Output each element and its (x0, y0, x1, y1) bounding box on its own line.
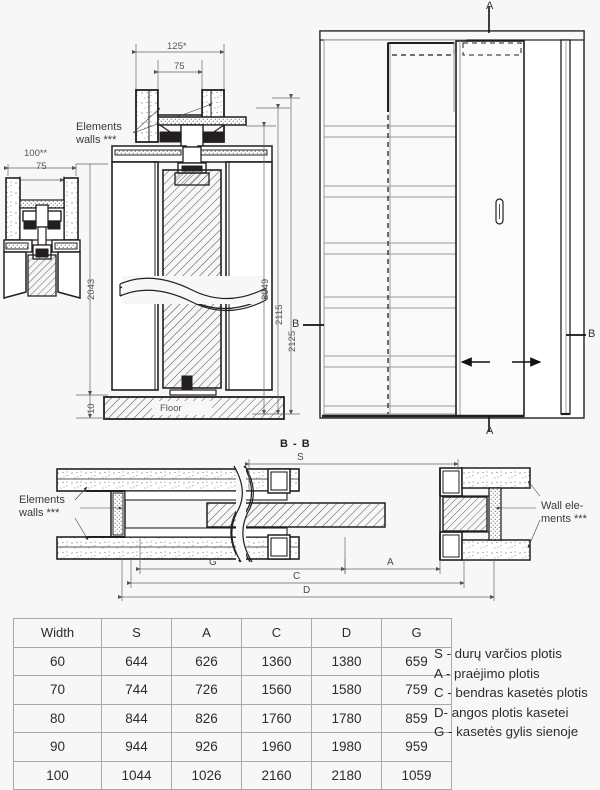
annotation-line-2: walls *** (19, 506, 60, 519)
table-cell: 1026 (171, 760, 242, 790)
table-cell: 1560 (241, 675, 312, 705)
annotation-elements-walls-bb: Elements walls *** (19, 494, 65, 519)
table-cell: 859 (381, 703, 452, 733)
dim-label-g: G (209, 557, 217, 568)
section-marker-b-left: B (292, 318, 301, 330)
annotation-line-2: ments *** (541, 512, 587, 525)
table-cell: 100 (13, 760, 102, 790)
left-wall-detail (3, 164, 81, 299)
table-header-cell: D (311, 618, 382, 648)
section-marker-a-bottom: A (486, 425, 495, 437)
door-elevation (303, 7, 586, 432)
table-cell: 2180 (311, 760, 382, 790)
table-row: 70 744 726 1560 1580 759 (13, 675, 452, 705)
table-cell: 926 (171, 732, 242, 762)
dim-label-c: C (293, 571, 301, 582)
table-cell: 2160 (241, 760, 312, 790)
dim-label-10: 10 (86, 403, 97, 414)
dim-label-2115: 2115 (274, 304, 285, 325)
table-header-cell: A (171, 618, 242, 648)
dimension-legend: S - durų varčios plotis A - praėjimo plo… (434, 644, 588, 742)
table-header-cell: C (241, 618, 312, 648)
dim-label-125: 125* (167, 41, 187, 52)
table-cell: 844 (101, 703, 172, 733)
dim-label-2043: 2043 (86, 278, 97, 300)
table-row: 100 1044 1026 2160 2180 1059 (13, 760, 452, 790)
legend-item: A - praėjimo plotis (434, 665, 540, 681)
table-cell: 1044 (101, 760, 172, 790)
dim-label-d: D (303, 585, 311, 596)
annotation-line-1: Elements (19, 494, 65, 506)
annotation-line-2: walls *** (76, 133, 117, 146)
table-cell: 1960 (241, 732, 312, 762)
table-cell: 744 (101, 675, 172, 705)
table-cell: 90 (13, 732, 102, 762)
section-bb-plan (56, 459, 541, 601)
table-cell: 759 (381, 675, 452, 705)
dimensions-table: Width S A C D G 60 644 626 1360 1380 659… (13, 618, 452, 790)
dim-label-2125: 2125 (287, 330, 298, 352)
dim-label-75-main: 75 (174, 61, 185, 72)
table-cell: 1580 (311, 675, 382, 705)
table-cell: 80 (13, 703, 102, 733)
table-cell: 944 (101, 732, 172, 762)
table-cell: 1059 (381, 760, 452, 790)
section-marker-b-right: B (588, 328, 597, 340)
table-cell: 1760 (241, 703, 312, 733)
legend-item: D- angos plotis kasetei (434, 704, 569, 720)
table-cell: 1980 (311, 732, 382, 762)
dim-label-2049: 2049 (260, 278, 271, 300)
legend-item: G - kasetės gylis sienoje (434, 724, 579, 740)
table-cell: 626 (171, 646, 242, 676)
table-cell: 70 (13, 675, 102, 705)
table-row: 90 944 926 1960 1980 959 (13, 732, 452, 762)
table-row: 60 644 626 1360 1380 659 (13, 646, 452, 676)
annotation-line-1: Elements (76, 121, 122, 133)
table-header-cell: Width (13, 618, 102, 648)
table-cell: 60 (13, 646, 102, 676)
legend-item: C - bendras kasetės plotis (434, 685, 588, 701)
main-vertical-section (76, 44, 300, 420)
table-cell: 726 (171, 675, 242, 705)
annotation-elements-walls-main: Elements walls *** (76, 121, 122, 146)
floor-label: Floor (160, 403, 182, 414)
legend-item: S - durų varčios plotis (434, 646, 562, 661)
annotation-line-1: Wall ele- (541, 500, 584, 512)
table-header-cell: S (101, 618, 172, 648)
table-header-row: Width S A C D G (13, 618, 452, 648)
table-row: 80 844 826 1760 1780 859 (13, 703, 452, 733)
dim-label-100: 100** (24, 148, 48, 159)
dim-label-75-left: 75 (36, 161, 47, 172)
table-cell: 1780 (311, 703, 382, 733)
section-marker-a-top: A (486, 0, 495, 12)
section-bb-title: B - B (280, 438, 311, 450)
table-header-cell: G (381, 618, 452, 648)
table-cell: 1380 (311, 646, 382, 676)
table-cell: 1360 (241, 646, 312, 676)
annotation-wall-elements-bb: Wall ele- ments *** (541, 500, 587, 525)
dim-label-s: S (297, 452, 304, 463)
dim-label-a: A (387, 557, 394, 568)
table-cell: 826 (171, 703, 242, 733)
table-cell: 644 (101, 646, 172, 676)
